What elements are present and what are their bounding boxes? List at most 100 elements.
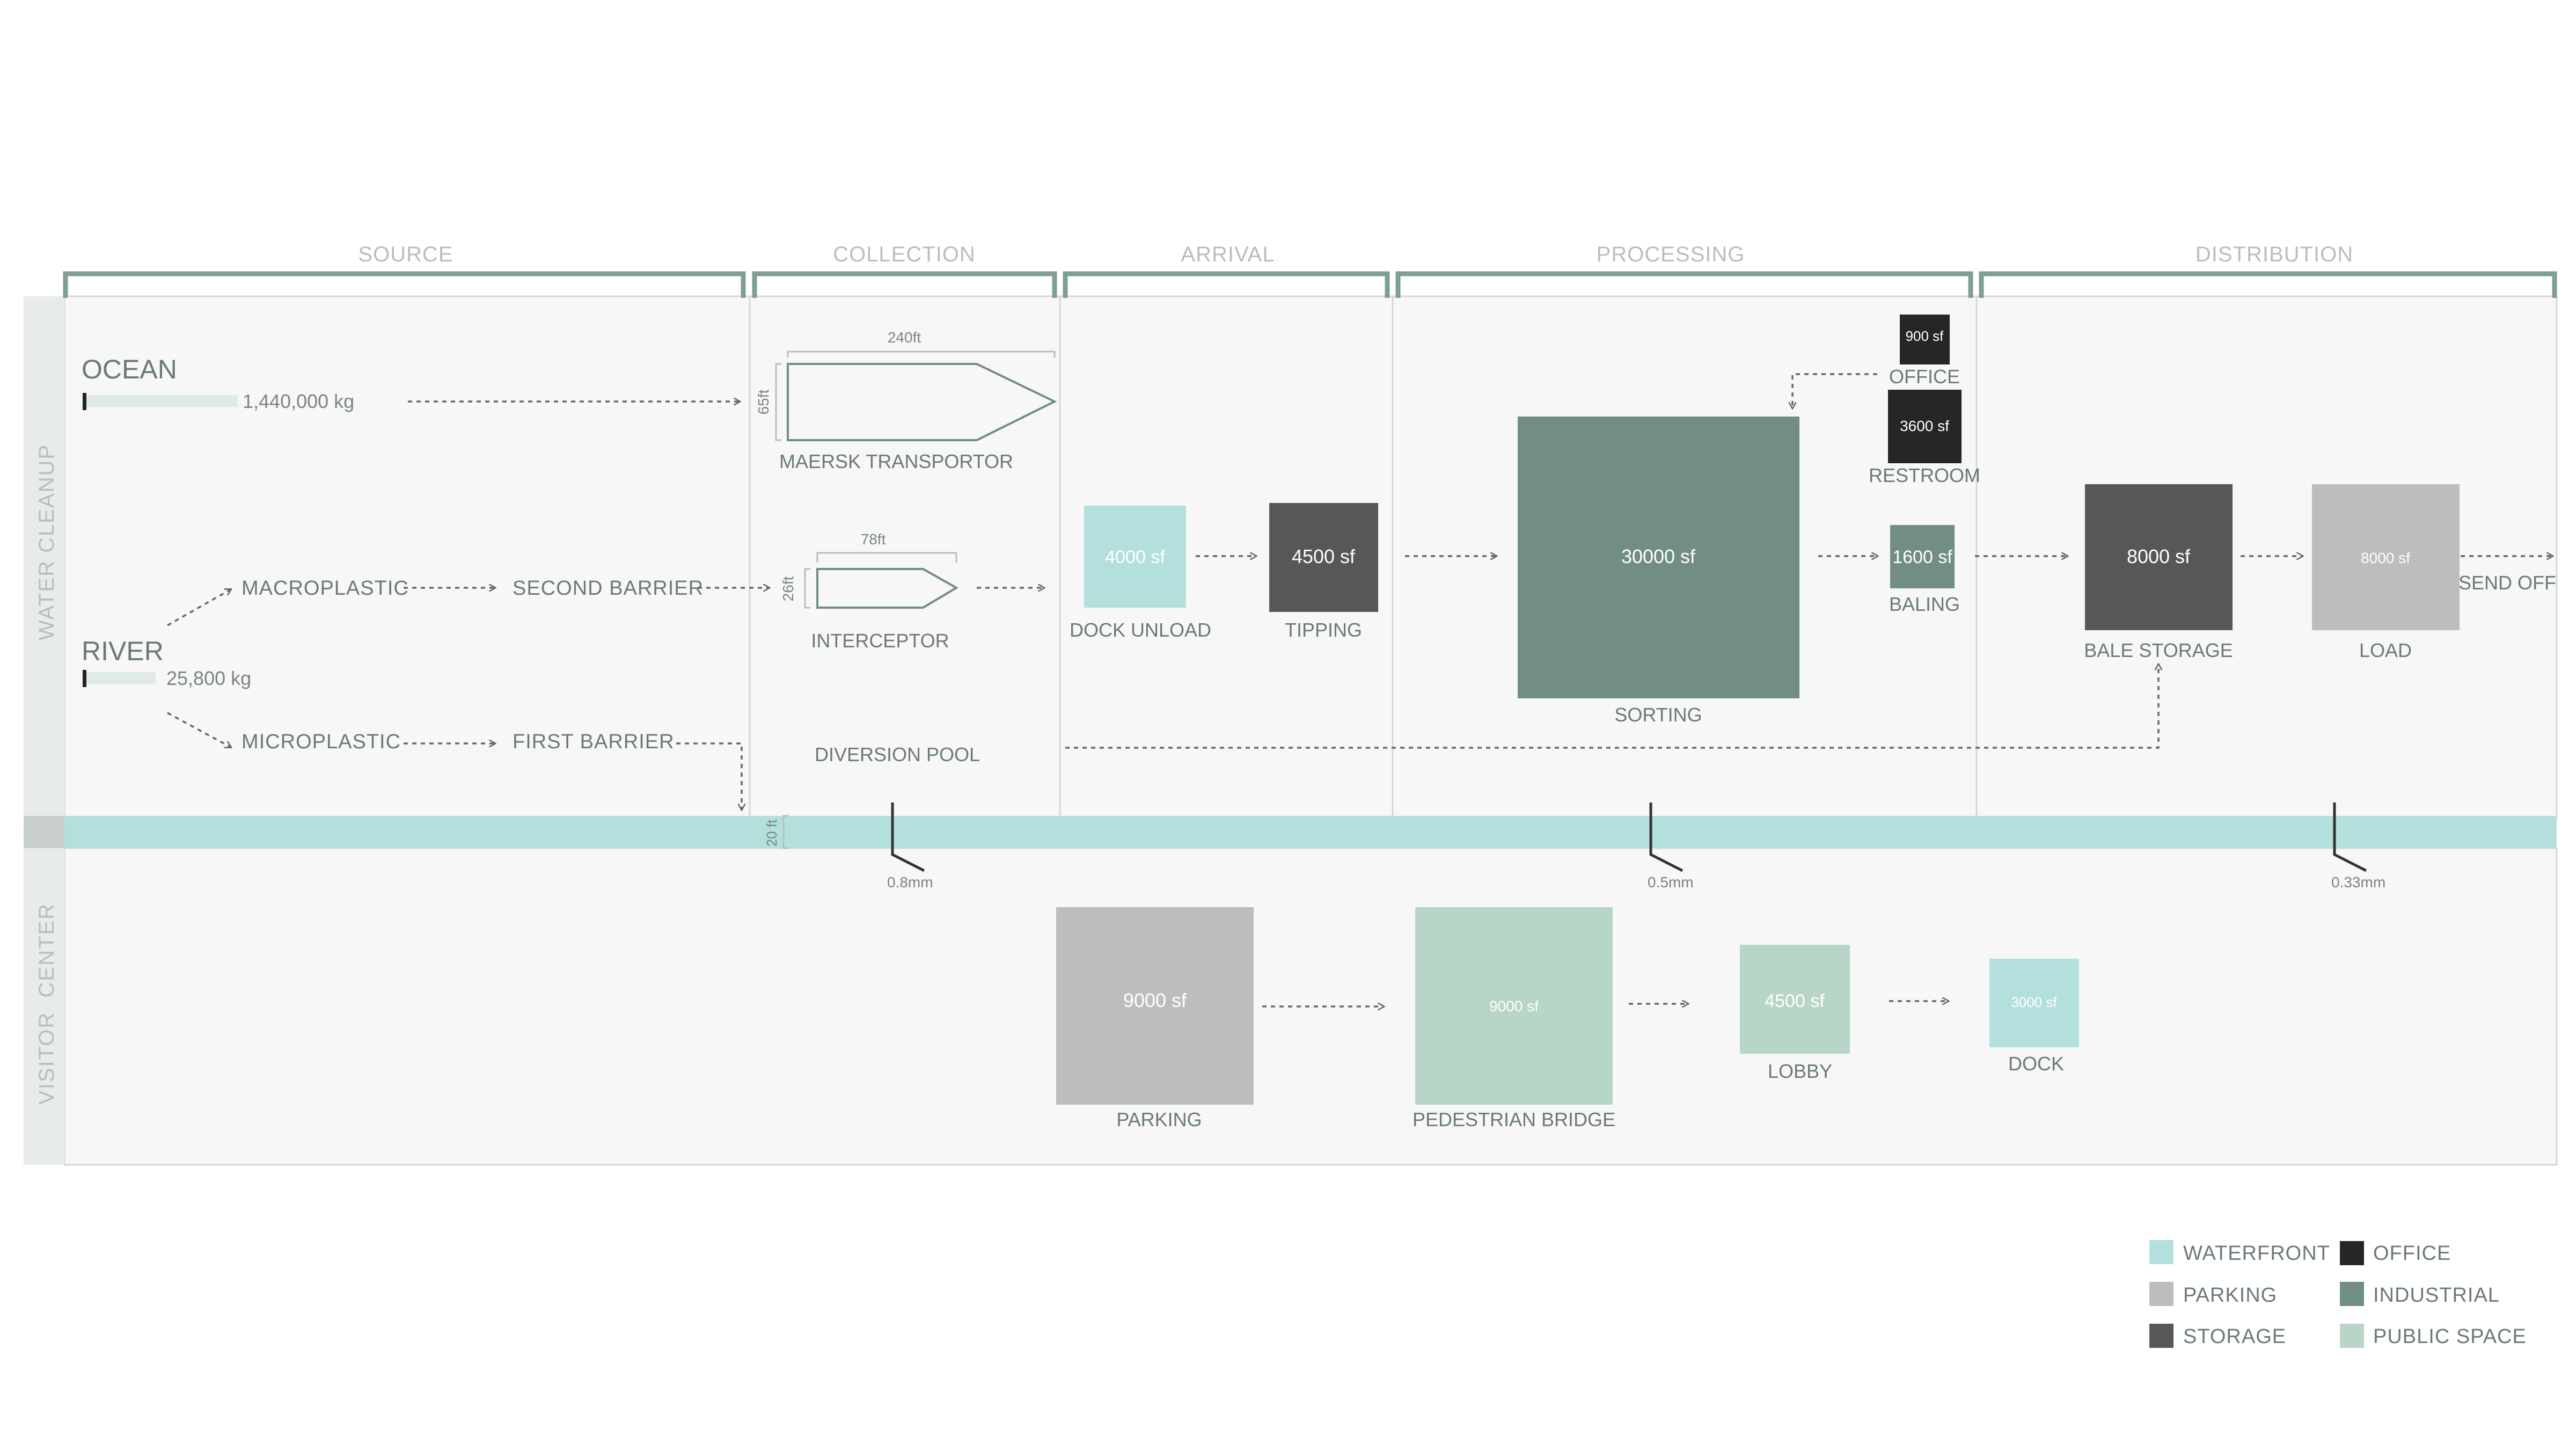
visitor-center-row-band xyxy=(24,848,64,1165)
maersk-transportor-hull xyxy=(787,363,1057,441)
legend-label-industrial: INDUSTRIAL xyxy=(2373,1284,2500,1307)
bracket-distribution xyxy=(1979,271,2557,298)
legend-swatch-storage xyxy=(2149,1324,2174,1348)
phase-processing-label: PROCESSING xyxy=(1597,243,1745,266)
pedestrian-bridge-area: 9000 sf xyxy=(1489,998,1539,1015)
interceptor-length: 78ft xyxy=(861,531,886,548)
tipping-box xyxy=(1269,503,1378,612)
water-band-row-cap xyxy=(24,816,64,848)
load-label: LOAD xyxy=(2359,639,2412,661)
mesh-marker-2: 0.5mm xyxy=(1648,874,1694,891)
arrow-office-to-sorting xyxy=(1792,373,1877,408)
diversion-pool-label: DIVERSION POOL xyxy=(815,743,980,765)
ocean-amount-tick xyxy=(83,393,86,410)
legend: WATERFRONT PARKING STORAGE OFFICE INDUST… xyxy=(2149,1240,2527,1348)
sorting-box xyxy=(1518,417,1799,698)
row-label-visitor-center: VISITOR CENTER xyxy=(35,903,58,1105)
baling-label: BALING xyxy=(1889,593,1960,615)
ocean-amount-track xyxy=(85,395,238,407)
interceptor-hull xyxy=(816,568,958,609)
interceptor-label: INTERCEPTOR xyxy=(811,630,949,652)
legend-swatch-waterfront xyxy=(2149,1240,2174,1264)
row-label-water-cleanup: WATER CLEANUP xyxy=(35,444,58,640)
second-barrier-label: SECOND BARRIER xyxy=(513,577,704,600)
legend-label-parking: PARKING xyxy=(2183,1284,2277,1307)
river-amount-tick xyxy=(83,670,86,687)
baling-area: 1600 sf xyxy=(1892,547,1952,567)
bale-storage-area: 8000 sf xyxy=(2127,545,2191,567)
water-band xyxy=(64,816,2557,848)
maersk-length: 240ft xyxy=(888,329,921,346)
load-box xyxy=(2312,484,2460,630)
dock-area: 3000 sf xyxy=(2011,994,2057,1010)
lobby-label: LOBBY xyxy=(1768,1060,1832,1082)
mesh-marker-1: 0.8mm xyxy=(887,874,933,891)
arrow-river-to-macro xyxy=(167,589,231,626)
bracket-processing xyxy=(1395,271,1973,298)
arrow-diversion-to-bale-storage xyxy=(1065,665,2158,749)
legend-label-waterfront: WATERFRONT xyxy=(2183,1242,2330,1265)
restroom-box xyxy=(1888,390,1962,463)
legend-label-storage: STORAGE xyxy=(2183,1325,2286,1348)
lobby-box xyxy=(1740,945,1850,1054)
river-label: RIVER xyxy=(82,636,164,666)
phase-distribution-label: DISTRIBUTION xyxy=(2196,243,2353,266)
send-off-label: SEND OFF xyxy=(2458,572,2556,594)
sorting-label: SORTING xyxy=(1614,704,1702,726)
parking-box xyxy=(1056,907,1254,1105)
microplastic-label: MICROPLASTIC xyxy=(241,731,401,753)
load-area: 8000 sf xyxy=(2361,550,2410,566)
phase-collection-label: COLLECTION xyxy=(833,243,976,266)
legend-label-office: OFFICE xyxy=(2373,1242,2451,1265)
parking-area: 9000 sf xyxy=(1123,989,1187,1011)
bracket-arrival xyxy=(1063,271,1390,298)
office-box xyxy=(1900,315,1950,364)
pedestrian-bridge-box xyxy=(1415,907,1613,1105)
ocean-label: OCEAN xyxy=(82,354,177,384)
pedestrian-bridge-label: PEDESTRIAN BRIDGE xyxy=(1413,1108,1615,1130)
bracket-collection xyxy=(752,271,1057,298)
dock-label: DOCK xyxy=(2008,1053,2064,1075)
tipping-label: TIPPING xyxy=(1285,619,1362,641)
mesh-marker-3: 0.33mm xyxy=(2331,874,2385,891)
legend-label-public-space: PUBLIC SPACE xyxy=(2373,1325,2527,1348)
mesh-marker-lines xyxy=(891,802,2367,872)
macroplastic-label: MACROPLASTIC xyxy=(241,577,409,600)
water-depth-dimension xyxy=(782,815,789,849)
baling-box xyxy=(1890,525,1955,588)
bale-storage-label: BALE STORAGE xyxy=(2084,639,2233,661)
phase-arrival-label: ARRIVAL xyxy=(1181,243,1275,266)
bale-storage-box xyxy=(2085,484,2233,630)
arrow-river-to-micro xyxy=(167,712,231,747)
lobby-area: 4500 sf xyxy=(1765,991,1825,1011)
legend-swatch-industrial xyxy=(2340,1282,2364,1306)
legend-swatch-public-space xyxy=(2340,1324,2364,1348)
tipping-area: 4500 sf xyxy=(1292,545,1356,567)
office-area: 900 sf xyxy=(1906,328,1944,344)
sorting-area: 30000 sf xyxy=(1621,545,1696,567)
dock-unload-box xyxy=(1084,506,1186,608)
maersk-width: 65ft xyxy=(755,389,772,414)
maersk-dimension-lines xyxy=(775,351,1056,441)
interceptor-dimension-lines xyxy=(804,552,957,609)
flow-arrows xyxy=(167,373,2552,1006)
restroom-label: RESTROOM xyxy=(1869,464,1980,486)
bracket-source xyxy=(63,271,746,298)
legend-swatch-parking xyxy=(2149,1282,2174,1306)
interceptor-width: 26ft xyxy=(780,576,796,601)
office-label: OFFICE xyxy=(1889,366,1960,388)
dock-box xyxy=(1989,959,2079,1047)
river-amount-track xyxy=(85,672,156,684)
maersk-transportor-label: MAERSK TRANSPORTOR xyxy=(779,450,1013,472)
visitor-center-panel xyxy=(63,847,2558,1166)
parking-label: PARKING xyxy=(1116,1108,1202,1130)
phase-source-label: SOURCE xyxy=(358,243,453,266)
water-cleanup-row-band xyxy=(24,296,64,817)
river-amount: 25,800 kg xyxy=(166,667,251,689)
first-barrier-label: FIRST BARRIER xyxy=(513,731,675,753)
dock-unload-label: DOCK UNLOAD xyxy=(1070,619,1211,641)
phase-brackets xyxy=(63,271,2557,298)
ocean-amount: 1,440,000 kg xyxy=(243,390,354,412)
water-depth-label: 20 ft xyxy=(764,819,780,847)
